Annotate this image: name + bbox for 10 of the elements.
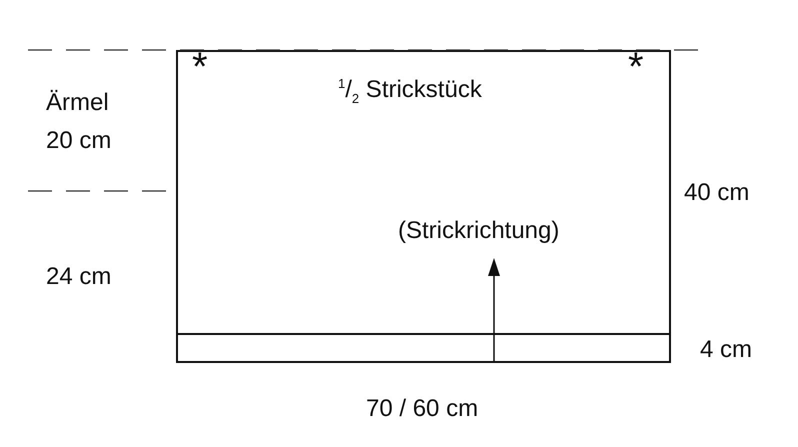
dimension-label: 4 cm xyxy=(700,335,752,365)
dimension-label: Ärmel 20 cm xyxy=(46,88,112,156)
dimension-label: 70 / 60 cm xyxy=(366,394,478,424)
direction-label: (Strickrichtung) xyxy=(398,216,560,246)
dimension-label: 24 cm xyxy=(46,262,112,292)
knitted-piece-outline xyxy=(176,50,671,363)
asterisk-mark: * xyxy=(628,48,644,86)
piece-title: $^{1}$/$_{2}$ Strickstück xyxy=(338,76,482,106)
dimension-label: 40 cm xyxy=(684,178,750,208)
asterisk-mark: * xyxy=(192,48,208,86)
